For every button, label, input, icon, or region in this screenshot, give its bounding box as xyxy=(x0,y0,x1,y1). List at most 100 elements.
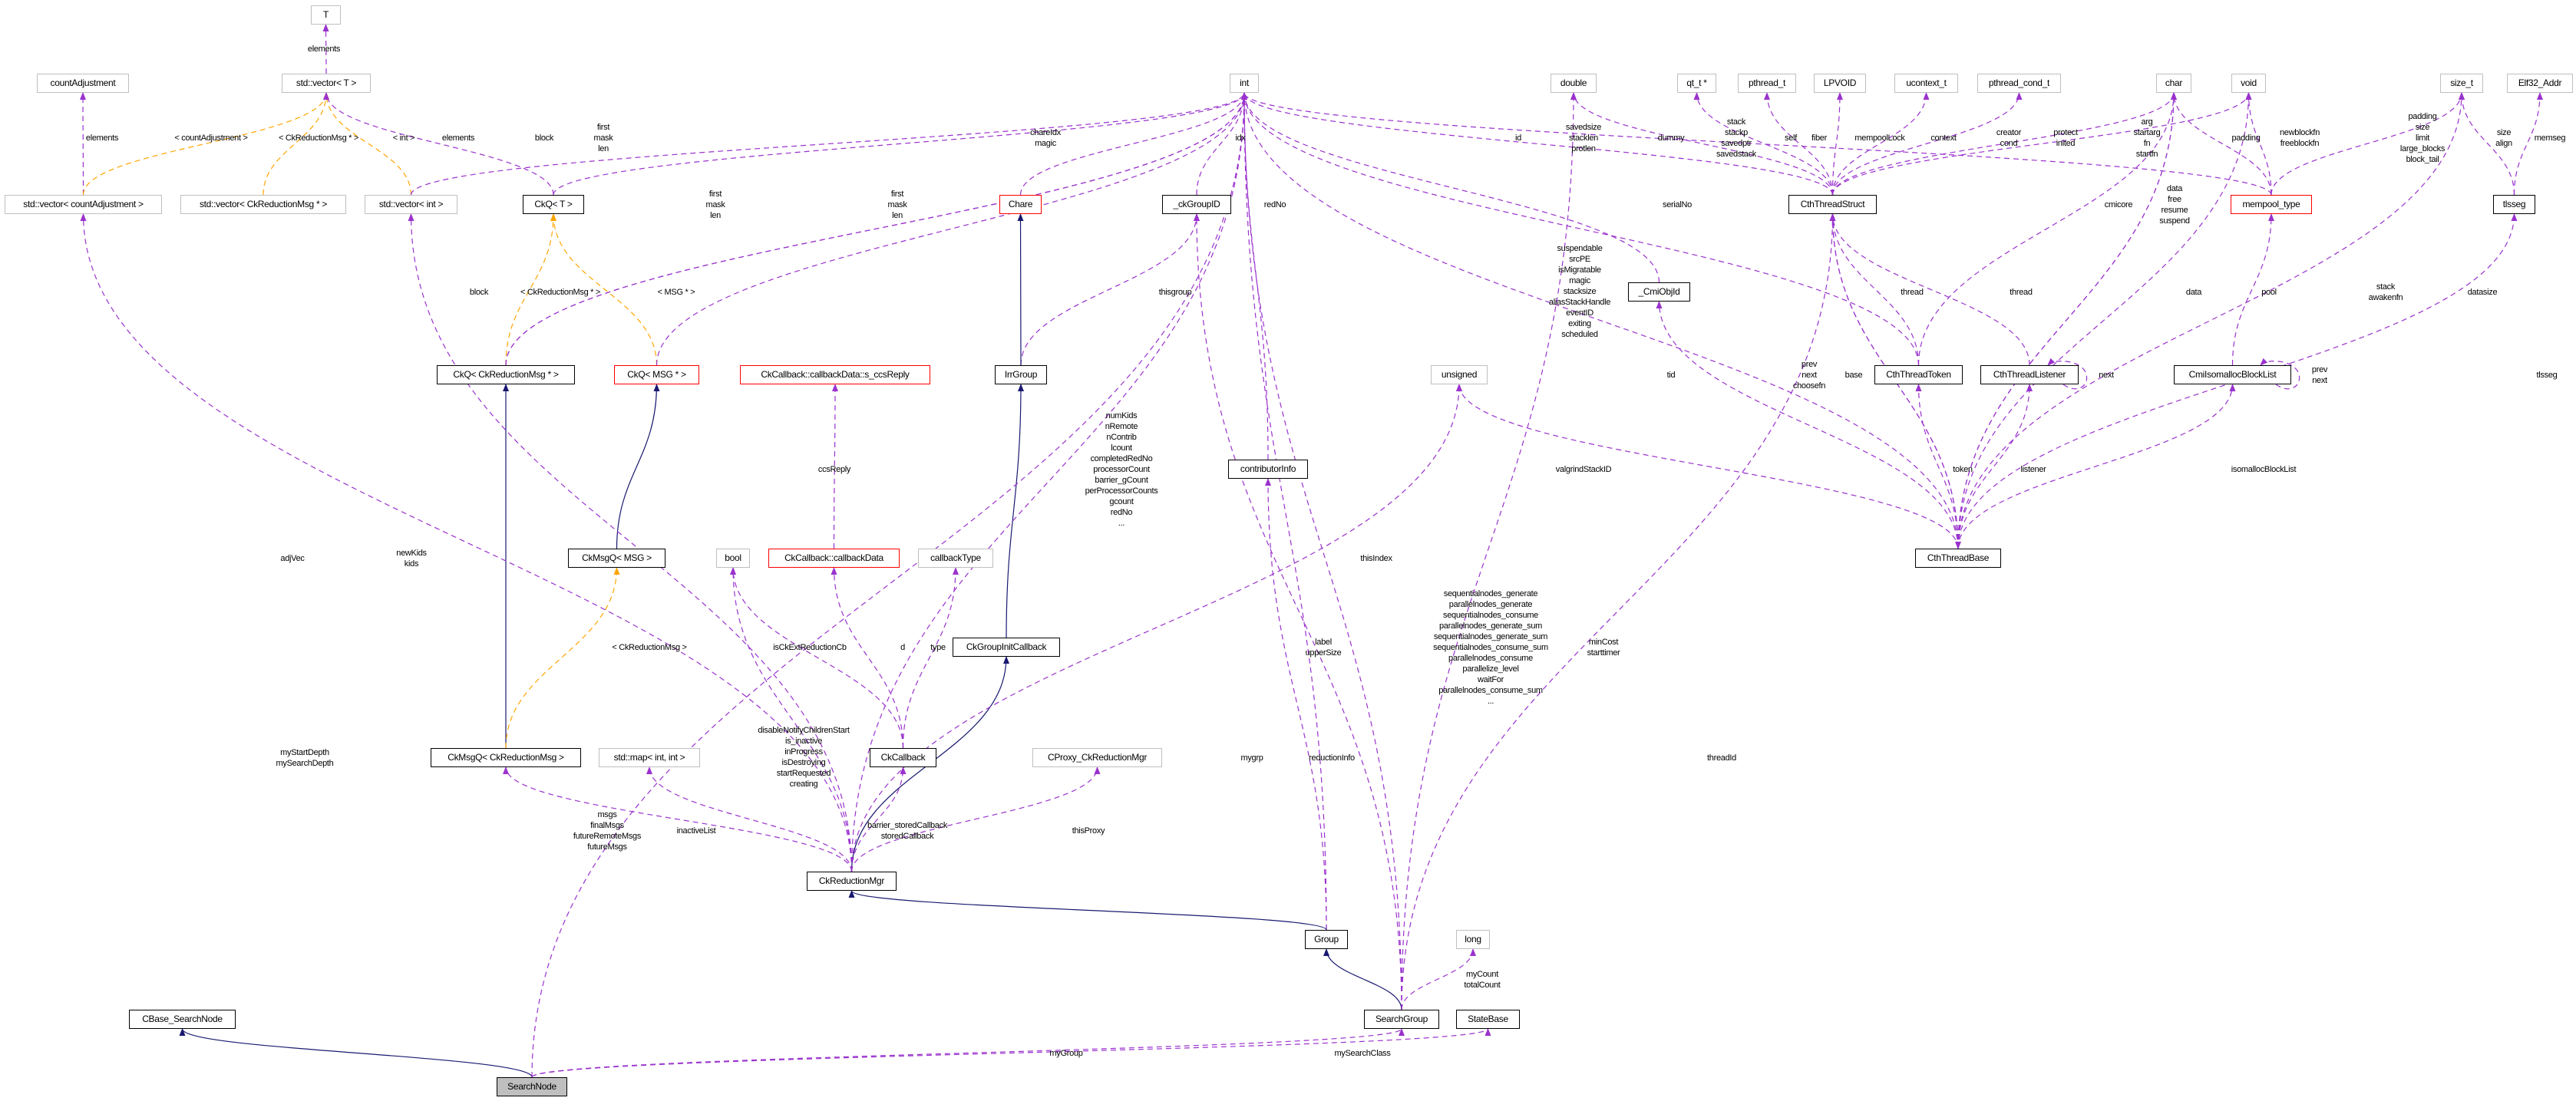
edge-member xyxy=(1693,92,1834,196)
class-node[interactable]: Chare xyxy=(999,195,1042,214)
class-node[interactable]: CBase_SearchNode xyxy=(129,1010,236,1029)
class-node[interactable]: CthThreadToken xyxy=(1874,365,1963,384)
class-node[interactable]: CkReductionMgr xyxy=(807,872,897,891)
class-node: std::map< int, int > xyxy=(599,748,700,767)
edge-label-line: mask xyxy=(887,200,907,209)
class-node[interactable]: _ckGroupID xyxy=(1162,195,1231,214)
edge-label-line: completedRedNo xyxy=(1090,454,1153,463)
edge-label-line: sequentialnodes_generate_sum xyxy=(1433,632,1548,641)
edge-label-line: magic xyxy=(1035,139,1056,148)
edge-member xyxy=(1401,92,1577,1010)
edge-label: base xyxy=(1845,370,1863,381)
edge-member xyxy=(1020,213,1200,366)
class-node[interactable]: CthThreadBase xyxy=(1915,549,2001,568)
edge-label-line: freeblockfn xyxy=(2280,139,2320,148)
edge-label-line: resume xyxy=(2161,206,2188,215)
focus-class-node[interactable]: SearchNode xyxy=(497,1077,567,1096)
edge-label-line: perProcessorCounts xyxy=(1085,486,1158,496)
edge-label-line: savedstack xyxy=(1716,150,1757,159)
class-node[interactable]: CmiIsomallocBlockList xyxy=(2174,365,2291,384)
edge-label-line: memseg xyxy=(2534,134,2566,143)
edge-member xyxy=(1957,92,2177,549)
class-node[interactable]: tlsseg xyxy=(2493,195,2535,214)
edge-label-line: inited xyxy=(2056,139,2076,148)
edge-member xyxy=(2513,92,2543,196)
edge-label: elements xyxy=(308,44,341,54)
edge-label-line: lcount xyxy=(1111,443,1132,453)
edge-member xyxy=(553,92,1247,196)
edge-label-line: kids xyxy=(404,559,419,569)
edge-label-line: block xyxy=(534,134,554,143)
edge-label: self xyxy=(1785,133,1797,143)
edge-label-line: pool xyxy=(2261,288,2277,297)
edge-label-line: padding xyxy=(2408,112,2437,121)
edge-member xyxy=(2171,92,2272,196)
edge-label: serialNo xyxy=(1663,199,1692,210)
edge-label-line: first xyxy=(890,190,904,199)
edge-member xyxy=(1265,478,1327,931)
class-node[interactable]: CkCallback::callbackData xyxy=(768,549,900,568)
class-node[interactable]: mempool_type xyxy=(2231,195,2312,214)
edge-label-line: waitFor xyxy=(1478,675,1504,684)
edge-label: < MSG * > xyxy=(658,287,695,298)
edge-label-line: thisIndex xyxy=(1360,554,1392,563)
class-node[interactable]: IrrGroup xyxy=(995,365,1047,384)
class-node[interactable]: CkCallback xyxy=(870,748,936,767)
class-node: pthread_t xyxy=(1738,74,1796,93)
edge-label: d xyxy=(900,642,905,653)
edge-label-line: futureMsgs xyxy=(587,842,627,852)
class-node: countAdjustment xyxy=(37,74,129,93)
edge-template xyxy=(82,92,329,196)
edge-label-line: barrier_gCount xyxy=(1095,476,1148,485)
edge-label: reductionInfo xyxy=(1309,753,1355,763)
edge-template xyxy=(505,213,556,366)
edge-label-line: parallelnodes_consume xyxy=(1448,654,1533,663)
edge-label-line: startfn xyxy=(2135,150,2158,159)
edge-label-line: chareIdx xyxy=(1030,128,1061,137)
class-node[interactable]: CkQ< T > xyxy=(523,195,584,214)
edge-label: isCkExtReductionCb xyxy=(773,642,847,653)
class-node[interactable]: CkMsgQ< MSG > xyxy=(568,549,665,568)
edge-member xyxy=(656,92,1247,366)
class-node[interactable]: SearchGroup xyxy=(1364,1010,1439,1029)
edge-label-line: stack xyxy=(2376,282,2396,292)
class-node[interactable]: CkCallback::callbackData::s_ccsReply xyxy=(740,365,930,384)
edge-member xyxy=(1241,92,1402,1010)
edge-label-line: listener xyxy=(2020,465,2046,474)
class-node: int xyxy=(1230,74,1259,93)
edge-label-line: len xyxy=(598,144,609,153)
edge-label-line: awakenfn xyxy=(2368,293,2403,302)
edge-member xyxy=(408,213,853,872)
edge-label-line: isomallocBlockList xyxy=(2231,465,2297,474)
class-node: long xyxy=(1456,930,1490,949)
class-node[interactable]: CkQ< MSG * > xyxy=(614,365,699,384)
edge-label-line: ccsReply xyxy=(817,465,851,474)
class-node[interactable]: CthThreadListener xyxy=(1980,365,2079,384)
class-node[interactable]: contributorInfo xyxy=(1228,460,1308,479)
edge-label-line: < int > xyxy=(392,134,415,143)
edge-label: data xyxy=(2186,287,2202,298)
edge-label-line: inProgress xyxy=(784,747,823,757)
class-node[interactable]: StateBase xyxy=(1456,1010,1520,1029)
class-node[interactable]: CkGroupInitCallback xyxy=(953,638,1060,657)
class-node[interactable]: CkMsgQ< CkReductionMsg > xyxy=(431,748,581,767)
edge-member xyxy=(2047,358,2088,390)
edge-member xyxy=(850,766,907,872)
class-node[interactable]: CkQ< CkReductionMsg * > xyxy=(437,365,575,384)
edge-label-line: tlsseg xyxy=(2536,371,2558,380)
edge-label: block xyxy=(470,287,488,298)
class-node: ucontext_t xyxy=(1894,74,1958,93)
class-node[interactable]: CthThreadStruct xyxy=(1788,195,1877,214)
edge-label: elements xyxy=(86,133,119,143)
class-node[interactable]: _CmiObjId xyxy=(1628,282,1690,302)
edge-label-line: gcount xyxy=(1109,497,1134,506)
edge-label-line: inactiveList xyxy=(676,826,716,836)
edge-member xyxy=(1196,92,1247,196)
edge-member xyxy=(531,92,1247,1078)
edge-template xyxy=(263,92,329,196)
class-node[interactable]: Group xyxy=(1305,930,1348,949)
